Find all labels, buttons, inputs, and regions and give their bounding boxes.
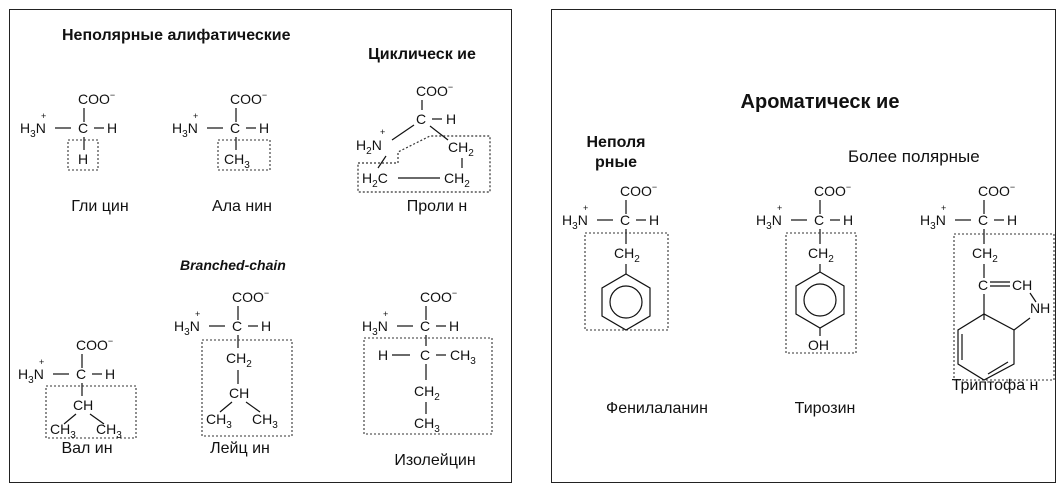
svg-text:+: + [193, 111, 198, 121]
svg-text:H: H [449, 318, 459, 334]
svg-text:CH2: CH2 [444, 170, 470, 190]
name-tryptophan: Триптофа н [951, 377, 1039, 394]
svg-text:CH3: CH3 [414, 415, 440, 435]
title-nonpolar-aliphatic: Неполярные алифатические [62, 27, 291, 44]
svg-text:H: H [649, 212, 659, 228]
svg-text:CH3: CH3 [206, 411, 232, 431]
svg-text:H2C: H2C [362, 170, 388, 190]
svg-text:+: + [41, 111, 46, 121]
title-branched-chain: Branched-chain [180, 257, 286, 273]
svg-text:H3N: H3N [920, 212, 946, 232]
svg-text:OH: OH [808, 337, 829, 353]
svg-text:CH2: CH2 [614, 245, 640, 265]
svg-text:CH3: CH3 [96, 421, 122, 441]
valine-coo: COO− [76, 336, 113, 353]
title-more-polar: Более полярные [848, 147, 980, 166]
svg-text:H: H [446, 111, 456, 127]
svg-text:C: C [416, 111, 426, 127]
leucine-coo: COO− [232, 288, 269, 305]
svg-text:CH3: CH3 [224, 151, 250, 171]
svg-text:C: C [230, 120, 240, 136]
svg-text:H: H [261, 318, 271, 334]
svg-text:+: + [941, 203, 946, 213]
svg-text:H3N: H3N [756, 212, 782, 232]
svg-text:H: H [843, 212, 853, 228]
svg-text:H3N: H3N [18, 366, 44, 386]
name-glycine: Гли цин [71, 198, 129, 215]
svg-text:+: + [777, 203, 782, 213]
svg-text:H3N: H3N [562, 212, 588, 232]
svg-text:COO−: COO− [814, 182, 851, 199]
structure-alanine: COO− H3N + C H CH3 [172, 90, 271, 171]
svg-text:C: C [76, 366, 86, 382]
svg-text:C: C [978, 212, 988, 228]
svg-text:CH: CH [229, 385, 249, 401]
name-alanine: Ала нин [212, 198, 272, 215]
title-nonpolar: Неполя рные [586, 134, 646, 171]
svg-text:C: C [232, 318, 242, 334]
svg-text:C: C [420, 347, 430, 363]
title-cyclic: Циклическ ие [368, 46, 476, 63]
structure-proline: COO− C H H2N + CH2 H2C CH2 [356, 82, 491, 193]
structure-glycine: COO− H3N + C H H [20, 90, 117, 171]
svg-text:CH: CH [1012, 277, 1032, 293]
svg-text:CH3: CH3 [450, 347, 476, 367]
svg-text:C: C [78, 120, 88, 136]
alanine-coo: COO− [230, 90, 267, 107]
svg-text:C: C [420, 318, 430, 334]
svg-text:H: H [105, 366, 115, 382]
isoleucine-coo: COO− [420, 288, 457, 305]
name-isoleucine: Изолейцин [394, 452, 476, 469]
glycine-coo: COO− [78, 90, 115, 107]
svg-text:CH2: CH2 [808, 245, 834, 265]
svg-text:CH2: CH2 [972, 245, 998, 265]
svg-text:CH3: CH3 [252, 411, 278, 431]
structure-valine: COO− H3N + C H CH CH3 CH3 [18, 336, 137, 441]
svg-text:C: C [620, 212, 630, 228]
svg-text:+: + [583, 203, 588, 213]
svg-text:COO−: COO− [978, 182, 1015, 199]
structure-isoleucine: COO− H3N + C H H C CH3 CH2 CH3 [362, 288, 493, 435]
name-phenylalanine: Фенилаланин [606, 400, 708, 417]
structure-tryptophan: COO− H3N + C H CH2 C CH NH [920, 182, 1055, 381]
svg-text:CH3: CH3 [50, 421, 76, 441]
name-valine: Вал ин [61, 440, 113, 457]
svg-text:NH: NH [1030, 300, 1050, 316]
proline-coo: COO− [416, 82, 453, 99]
name-leucine: Лейц ин [210, 440, 270, 457]
svg-text:H3N: H3N [362, 318, 388, 338]
name-tyrosine: Тирозин [794, 400, 856, 417]
svg-text:C: C [814, 212, 824, 228]
svg-text:+: + [383, 309, 388, 319]
svg-text:H2N: H2N [356, 137, 382, 157]
svg-text:H: H [107, 120, 117, 136]
alanine-h3n: H3N [172, 120, 198, 140]
svg-text:H3N: H3N [174, 318, 200, 338]
svg-text:CH: CH [73, 397, 93, 413]
structure-leucine: COO− H3N + C H CH2 CH CH3 CH3 [174, 288, 293, 437]
glycine-h3n: H3N [20, 120, 46, 140]
svg-text:+: + [39, 357, 44, 367]
svg-text:COO−: COO− [620, 182, 657, 199]
svg-text:H: H [378, 347, 388, 363]
title-aromatic: Ароматическ ие [740, 91, 900, 113]
svg-text:CH2: CH2 [448, 139, 474, 159]
svg-text:+: + [195, 309, 200, 319]
svg-text:CH2: CH2 [414, 383, 440, 403]
svg-text:+: + [380, 127, 385, 137]
name-proline: Проли н [406, 198, 468, 215]
svg-text:C: C [978, 277, 988, 293]
svg-text:H: H [1007, 212, 1017, 228]
structure-phenylalanine: COO− H3N + C H CH2 [562, 182, 669, 331]
svg-text:CH2: CH2 [226, 350, 252, 370]
structure-tyrosine: COO− H3N + C H CH2 OH [756, 182, 857, 354]
svg-text:H: H [259, 120, 269, 136]
svg-text:H: H [78, 151, 88, 167]
panel-aliphatic [9, 9, 512, 483]
panel-aromatic [551, 9, 1056, 483]
